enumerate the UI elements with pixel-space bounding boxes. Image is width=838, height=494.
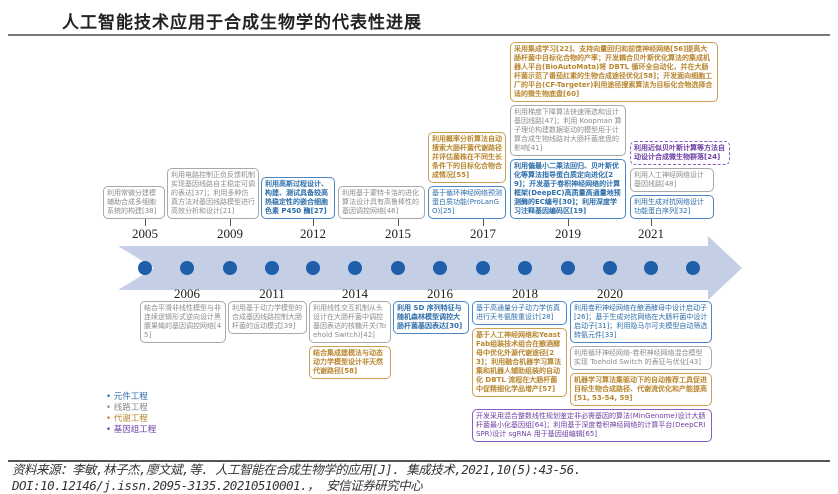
legend-genome-engineering: 基因组工程 xyxy=(106,425,157,436)
legend-metabolic-engineering: 代谢工程 xyxy=(106,414,156,425)
tick xyxy=(651,219,652,226)
year-label: 2014 xyxy=(342,286,368,301)
milestone-2018-part: 基于高通量分子动力学仿真进行天冬氨酸重设计[28] xyxy=(472,301,567,325)
milestone-2017-metabolic: 利用概率分析算法自动搜索大肠杆菌代谢路径并评估菌株在不同生长条件下的目标化合物合… xyxy=(428,132,506,183)
year-label: 2020 xyxy=(597,286,623,301)
timeline-dot xyxy=(180,261,194,275)
milestone-2017-part: 基于循环神经网络预测蛋白质功能(ProLanGO)[25] xyxy=(428,186,506,219)
milestone-2006: 结合平滑非线性模型与非连续逻辑形式逆向设计黑腹果蝇的基因调控网络[45] xyxy=(140,301,226,343)
legend-part-engineering: 元件工程 xyxy=(106,392,156,403)
page-title: 人工智能技术应用于合成生物学的代表性进展 xyxy=(62,13,422,33)
source-line: DOI:10.12146/j.issn.2095-3135.2021051000… xyxy=(12,478,423,493)
column-2018-2020: 基于高通量分子动力学仿真进行天冬氨酸重设计[28] 基于人工神经网络和Yeast… xyxy=(472,301,712,442)
timeline-dot xyxy=(223,261,237,275)
milestone-2005: 利用常微分建模辅助合成多细胞系统的构建[38] xyxy=(103,186,165,219)
milestone-2021-circuit: 利用人工神经网络设计基因线路[48] xyxy=(630,168,714,192)
timeline-dot xyxy=(644,261,658,275)
timeline-dot xyxy=(686,261,700,275)
tick xyxy=(230,219,231,226)
milestone-2012: 利用高斯过程设计、构建、测试具备较高热稳定性的嵌合细胞色素 P450 酶[27] xyxy=(261,177,335,219)
tick xyxy=(313,219,314,226)
timeline-arrowhead xyxy=(708,236,742,300)
timeline-dot xyxy=(433,261,447,275)
title-divider xyxy=(8,34,830,36)
legend: 元件工程 线路工程 代谢工程 基因组工程 xyxy=(106,392,157,436)
legend-circuit-engineering: 线路工程 xyxy=(106,403,156,414)
column-2019: 采用集成学习[22]、支持向量回归和前馈神经网络[56]提高大肠杆菌中目标化合物… xyxy=(510,42,718,219)
milestone-2016: 利用 SD 序列特征与随机森林模型调控大肠杆菌基因表达[30] xyxy=(393,301,469,334)
column-2005: 利用常微分建模辅助合成多细胞系统的构建[38] xyxy=(103,186,165,219)
milestone-2019-metabolic: 采用集成学习[22]、支持向量回归和前馈神经网络[56]提高大肠杆菌中目标化合物… xyxy=(510,42,718,102)
column-2020: 利用卷积神经网络在酿酒酵母中设计启动子[26]；基于生成对抗网络在大肠杆菌中设计… xyxy=(570,301,712,406)
year-label: 2009 xyxy=(217,226,243,241)
column-2015: 利用基于蒙特卡洛的进化算法设计具有高鲁棒性的基因调控网络[46] xyxy=(338,186,425,219)
footer-divider xyxy=(8,460,830,462)
milestone-2011: 利用基于动力学模型的合成基因线路控制大肠杆菌的运动模式[39] xyxy=(228,301,307,334)
milestone-2021-genome: 利用近似贝叶斯计算等方法自动设计合成微生物群落[24] xyxy=(630,141,730,165)
milestone-genome-engineering: 开发采用混合整数线性规划鉴定非必需基因的算法(MinGenome)设计大肠杆菌最… xyxy=(472,409,712,442)
year-label: 2012 xyxy=(300,226,326,241)
milestone-2014-circuit: 利用线性交互机制从头设计在大肠杆菌中调控基因表达的核糖开关(Toehold Sw… xyxy=(309,301,391,343)
milestone-2019-circuit: 利用梯度下降算法快速筛选和设计基因线路[47]；利用 Koopman 算子理论构… xyxy=(510,105,626,156)
column-2016: 利用 SD 序列特征与随机森林模型调控大肠杆菌基因表达[30] xyxy=(393,301,469,334)
year-label: 2006 xyxy=(174,286,200,301)
milestone-2021-part: 利用生成对抗网络设计功能蛋白序列[32] xyxy=(630,195,714,219)
column-2006: 结合平滑非线性模型与非连续逻辑形式逆向设计黑腹果蝇的基因调控网络[45] xyxy=(140,301,226,343)
timeline-dot xyxy=(518,261,532,275)
year-label: 2011 xyxy=(259,286,285,301)
timeline-dot xyxy=(306,261,320,275)
timeline-dot xyxy=(476,261,490,275)
row-2018-2020: 基于高通量分子动力学仿真进行天冬氨酸重设计[28] 基于人工神经网络和Yeast… xyxy=(472,301,712,406)
tick xyxy=(483,219,484,226)
timeline-dot xyxy=(561,261,575,275)
milestone-2015: 利用基于蒙特卡洛的进化算法设计具有高鲁棒性的基因调控网络[46] xyxy=(338,186,425,219)
column-2017: 利用概率分析算法自动搜索大肠杆菌代谢路径并评估菌株在不同生长条件下的目标化合物合… xyxy=(428,132,506,219)
column-2011: 利用基于动力学模型的合成基因线路控制大肠杆菌的运动模式[39] xyxy=(228,301,307,334)
tick xyxy=(568,219,569,226)
timeline-dot xyxy=(348,261,362,275)
column-2009: 利用电路控制正负反馈机制实现基因线路自主稳定可调的表达[37]；利用多种仿真方法… xyxy=(167,168,259,219)
year-label: 2019 xyxy=(555,226,581,241)
year-label: 2017 xyxy=(470,226,496,241)
tick xyxy=(398,219,399,226)
year-label: 2018 xyxy=(512,286,538,301)
tick xyxy=(145,219,146,226)
milestone-2020-part: 利用卷积神经网络在酿酒酵母中设计启动子[26]；基于生成对抗网络在大肠杆菌中设计… xyxy=(570,301,712,343)
column-2014: 利用线性交互机制从头设计在大肠杆菌中调控基因表达的核糖开关(Toehold Sw… xyxy=(309,301,391,379)
timeline-arrow xyxy=(118,246,718,290)
timeline-dot xyxy=(265,261,279,275)
column-2021: 利用近似贝叶斯计算等方法自动设计合成微生物群落[24] 利用人工神经网络设计基因… xyxy=(630,141,730,219)
milestone-2020-metabolic: 机器学习算法集驱动下的自动推荐工具促进目标生物合成路径、代谢流优化和产能提高[5… xyxy=(570,373,712,406)
column-2018: 基于高通量分子动力学仿真进行天冬氨酸重设计[28] 基于人工神经网络和Yeast… xyxy=(472,301,567,397)
source-note: 资料来源：李敏,林子杰,廖文斌,等. 人工智能在合成生物学的应用[J]. 集成技… xyxy=(12,462,581,494)
timeline-dot xyxy=(603,261,617,275)
column-2012: 利用高斯过程设计、构建、测试具备较高热稳定性的嵌合细胞色素 P450 酶[27] xyxy=(261,177,335,219)
milestone-2014-metabolic: 结合集成建模法与动态动力学模型设计非天然代谢路径[58] xyxy=(309,346,391,379)
timeline-dot xyxy=(138,261,152,275)
source-line: 资料来源：李敏,林子杰,廖文斌,等. 人工智能在合成生物学的应用[J]. 集成技… xyxy=(12,462,581,477)
milestone-2009: 利用电路控制正负反馈机制实现基因线路自主稳定可调的表达[37]；利用多种仿真方法… xyxy=(167,168,259,219)
milestone-2020-circuit: 利用循环神经网络-卷积神经网络混合模型实现 Toehold Switch 的表征… xyxy=(570,346,712,370)
timeline-dot xyxy=(391,261,405,275)
year-label: 2015 xyxy=(385,226,411,241)
year-label: 2021 xyxy=(638,226,664,241)
milestone-2019-part: 利用偏最小二乘法回归、贝叶斯优化等算法指导蛋白质定向进化[29]；开发基于卷积神… xyxy=(510,159,626,219)
year-label: 2005 xyxy=(132,226,158,241)
year-label: 2016 xyxy=(427,286,453,301)
milestone-2018-metabolic: 基于人工神经网络和YeastFab组装技术组合在酿酒酵母中优化外源代谢途径[23… xyxy=(472,328,567,397)
